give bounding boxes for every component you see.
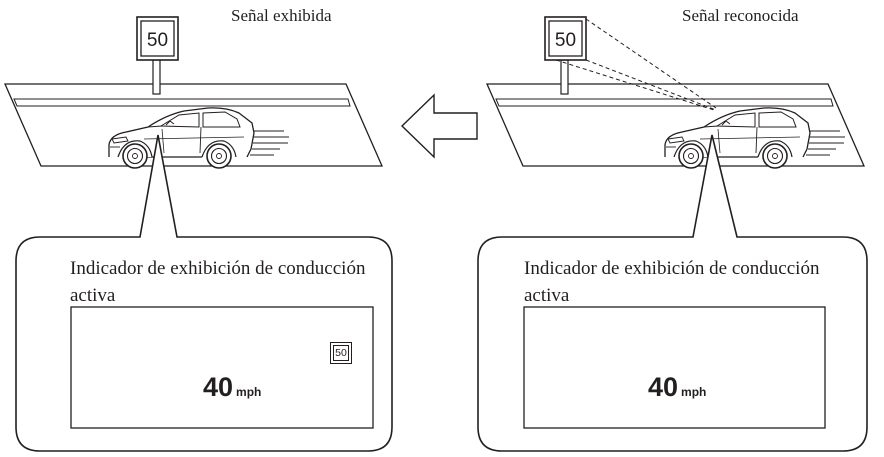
left-arrow-icon bbox=[400, 93, 478, 159]
left-scene: 50 bbox=[4, 16, 393, 452]
display-sign-icon: 50 bbox=[330, 342, 352, 364]
lane-marking bbox=[13, 98, 351, 107]
speed-unit: mph bbox=[236, 385, 262, 399]
right-callout-title: Indicador de exhibición de conducción ac… bbox=[524, 258, 820, 306]
sign-recognized-label: Señal reconocida bbox=[682, 6, 799, 25]
lane-marking bbox=[495, 98, 834, 107]
speed-value: 40 bbox=[648, 372, 679, 402]
active-driving-display bbox=[70, 306, 374, 429]
sign-post bbox=[560, 59, 569, 95]
road-sign-speed-limit: 50 bbox=[544, 16, 587, 61]
camera-detection-lines bbox=[555, 18, 717, 111]
road-sign-speed-limit: 50 bbox=[136, 16, 179, 61]
speed-unit: mph bbox=[681, 385, 707, 399]
sign-post bbox=[152, 59, 161, 95]
road-sign-value: 50 bbox=[555, 30, 576, 51]
sign-displayed-label: Señal exhibida bbox=[231, 6, 332, 25]
road-sign-value: 50 bbox=[147, 30, 168, 51]
right-scene: 50 bbox=[477, 16, 868, 452]
speed-value: 40 bbox=[203, 372, 234, 402]
left-callout-title: Indicador de exhibición de conducción ac… bbox=[70, 258, 366, 306]
active-driving-display bbox=[523, 306, 826, 429]
display-sign-value: 50 bbox=[333, 345, 349, 361]
